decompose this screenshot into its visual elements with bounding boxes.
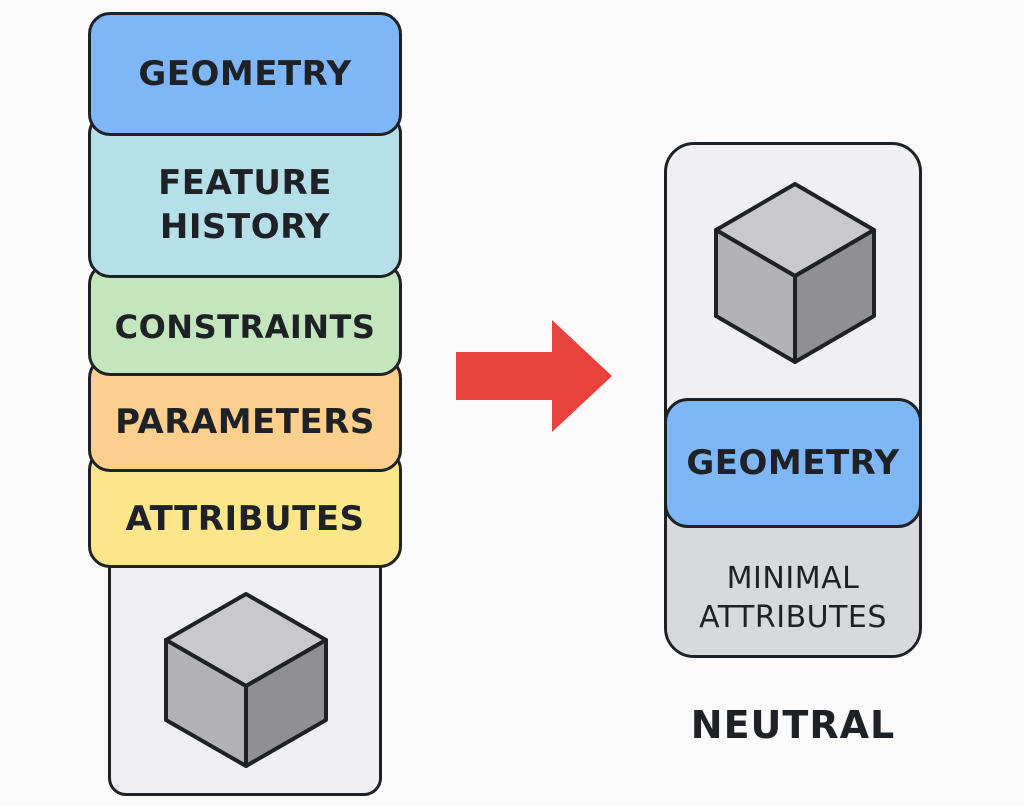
layer-geometry: GEOMETRY <box>88 12 402 136</box>
neutral-geometry-block: GEOMETRY <box>664 398 922 528</box>
cube-icon <box>714 182 876 364</box>
minimal-attributes-section: MINIMAL ATTRIBUTES <box>667 505 919 655</box>
right-arrow-icon <box>456 320 612 432</box>
minimal-attributes-label: MINIMAL ATTRIBUTES <box>699 561 887 635</box>
layer-attributes-label: ATTRIBUTES <box>125 498 365 539</box>
layer-feature-history: FEATURE HISTORY <box>88 112 402 278</box>
layer-geometry-label: GEOMETRY <box>138 53 352 94</box>
cube-icon <box>164 592 328 768</box>
neutral-caption: NEUTRAL <box>690 703 896 747</box>
layer-constraints-label: CONSTRAINTS <box>114 308 376 347</box>
layer-constraints: CONSTRAINTS <box>88 262 402 376</box>
layer-feature-history-label: FEATURE HISTORY <box>158 162 332 247</box>
neutral-geometry-label: GEOMETRY <box>686 442 900 483</box>
layer-parameters-label: PARAMETERS <box>115 401 375 442</box>
